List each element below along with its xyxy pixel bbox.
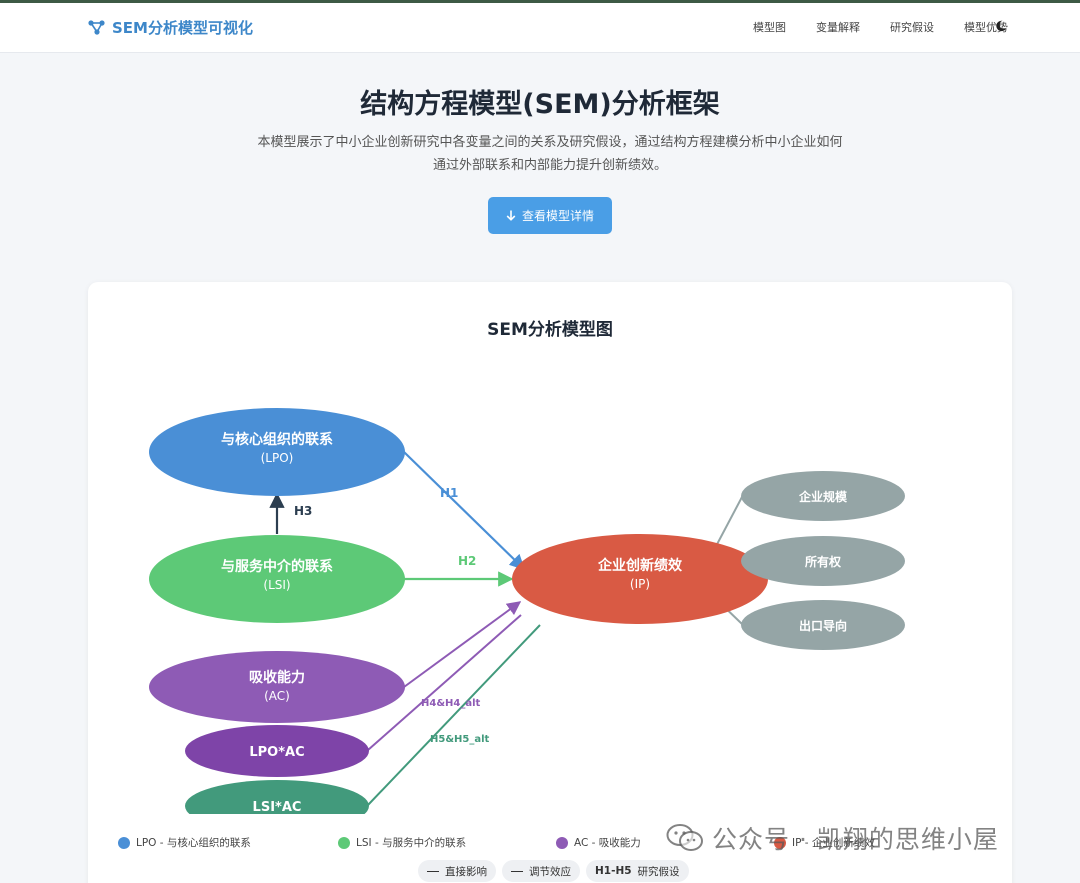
legend-label-ac: AC - 吸收能力	[574, 837, 641, 849]
node-ac-abbr: (AC)	[264, 689, 290, 703]
node-control-export-name: 出口导向	[799, 618, 847, 633]
node-lpo-ac[interactable]: LPO*AC	[185, 725, 369, 777]
node-lpo[interactable]: 与核心组织的联系 (LPO)	[149, 408, 405, 496]
chip-direct-effect-label: 直接影响	[445, 865, 487, 878]
dark-mode-toggle-moon-icon[interactable]	[995, 20, 1007, 32]
edge-label-h1: H1	[440, 486, 458, 500]
view-details-label: 查看模型详情	[521, 209, 594, 223]
legend-dot-ac	[556, 836, 568, 849]
edge-label-h3: H3	[294, 504, 312, 518]
nav-model-diagram[interactable]: 模型图	[753, 21, 786, 34]
node-control-ownership[interactable]: 所有权	[741, 536, 905, 586]
node-control-ownership-name: 所有权	[805, 554, 842, 569]
edge-label-h4: H4&H4_alt	[421, 698, 481, 709]
chip-hypotheses: H1-H5 研究假设	[586, 860, 689, 882]
node-lpo-name: 与核心组织的联系	[221, 431, 333, 448]
node-lsi[interactable]: 与服务中介的联系 (LSI)	[149, 535, 405, 623]
chip-moderation-effect: 调节效应	[502, 860, 580, 882]
legend-label-lpo: LPO - 与核心组织的联系	[136, 837, 251, 849]
legend-item-ip: IP - 企业创新绩效	[774, 835, 875, 850]
wechat-icon	[666, 824, 703, 851]
node-control-export[interactable]: 出口导向	[741, 600, 905, 650]
legend-item-lpo: LPO - 与核心组织的联系	[118, 835, 251, 850]
edge-h1	[403, 451, 526, 571]
legend: LPO - 与核心组织的联系 LSI - 与服务中介的联系 AC - 吸收能力 …	[88, 835, 1012, 855]
node-ac-name: 吸收能力	[249, 669, 305, 686]
brand-title: SEM分析模型可视化	[112, 19, 253, 37]
nav-links: 模型图 变量解释 研究假设 模型优势	[753, 19, 1008, 35]
moderation-line-icon	[511, 870, 523, 872]
chip-hypotheses-label: 研究假设	[637, 865, 680, 878]
model-card: SEM分析模型图	[88, 282, 1012, 883]
network-icon	[88, 19, 105, 35]
legend-item-lsi: LSI - 与服务中介的联系	[338, 835, 466, 850]
nav-hypotheses[interactable]: 研究假设	[890, 21, 934, 34]
nav-variables[interactable]: 变量解释	[816, 21, 860, 34]
node-ac[interactable]: 吸收能力 (AC)	[149, 651, 405, 723]
edge-control-1	[713, 496, 743, 551]
legend-label-ip: IP - 企业创新绩效	[792, 837, 875, 849]
edge-label-h2: H2	[458, 554, 476, 568]
direct-line-icon	[427, 870, 439, 872]
model-card-title: SEM分析模型图	[487, 320, 613, 340]
view-details-button[interactable]: 查看模型详情	[488, 197, 612, 234]
legend-dot-lpo	[118, 836, 130, 849]
legend-label-lsi: LSI - 与服务中介的联系	[356, 837, 467, 849]
top-accent-line	[0, 0, 1080, 3]
navbar: SEM分析模型可视化 模型图 变量解释 研究假设 模型优势	[0, 3, 1080, 53]
node-ip[interactable]: 企业创新绩效 (IP)	[512, 534, 768, 624]
node-lsi-ac[interactable]: LSI*AC	[185, 780, 369, 822]
edge-label-h5: H5&H5_alt	[430, 734, 490, 745]
legend-chips: 直接影响 调节效应 H1-H5 研究假设	[418, 860, 689, 882]
node-control-size[interactable]: 企业规模	[741, 471, 905, 521]
node-ip-abbr: (IP)	[630, 577, 650, 591]
watermark: 公众号 · 凯翔的思维小屋	[666, 820, 999, 856]
node-lsi-ac-name: LSI*AC	[253, 800, 302, 815]
hero-description: 本模型展示了中小企业创新研究中各变量之间的关系及研究假设，通过结构方程建模分析中…	[257, 135, 843, 173]
arrow-down-icon	[506, 210, 516, 221]
edge-h5-lsiac	[367, 624, 541, 806]
legend-item-ac: AC - 吸收能力	[556, 835, 641, 850]
hero-title: 结构方程模型(SEM)分析框架	[360, 89, 720, 120]
legend-dot-lsi	[338, 836, 350, 849]
node-control-size-name: 企业规模	[798, 489, 848, 504]
node-lpo-abbr: (LPO)	[261, 451, 294, 465]
edge-h4-ac	[403, 601, 522, 688]
chip-moderation-effect-label: 调节效应	[529, 865, 571, 878]
node-lsi-abbr: (LSI)	[263, 578, 290, 592]
node-ip-name: 企业创新绩效	[597, 557, 683, 574]
watermark-text: 公众号 · 凯翔的思维小屋	[712, 825, 999, 854]
node-lpo-ac-name: LPO*AC	[249, 745, 304, 760]
chip-direct-effect: 直接影响	[418, 860, 496, 882]
legend-dot-ip	[774, 836, 786, 849]
edge-h4-lpoac	[367, 614, 522, 751]
chip-hypotheses-range: H1-H5	[595, 865, 632, 877]
node-lsi-name: 与服务中介的联系	[221, 558, 333, 575]
sem-diagram: H1 H2 H3 H4&H4_alt H5&H5_alt 与核心组织的联系 (L…	[149, 408, 905, 822]
brand[interactable]: SEM分析模型可视化	[88, 17, 253, 38]
